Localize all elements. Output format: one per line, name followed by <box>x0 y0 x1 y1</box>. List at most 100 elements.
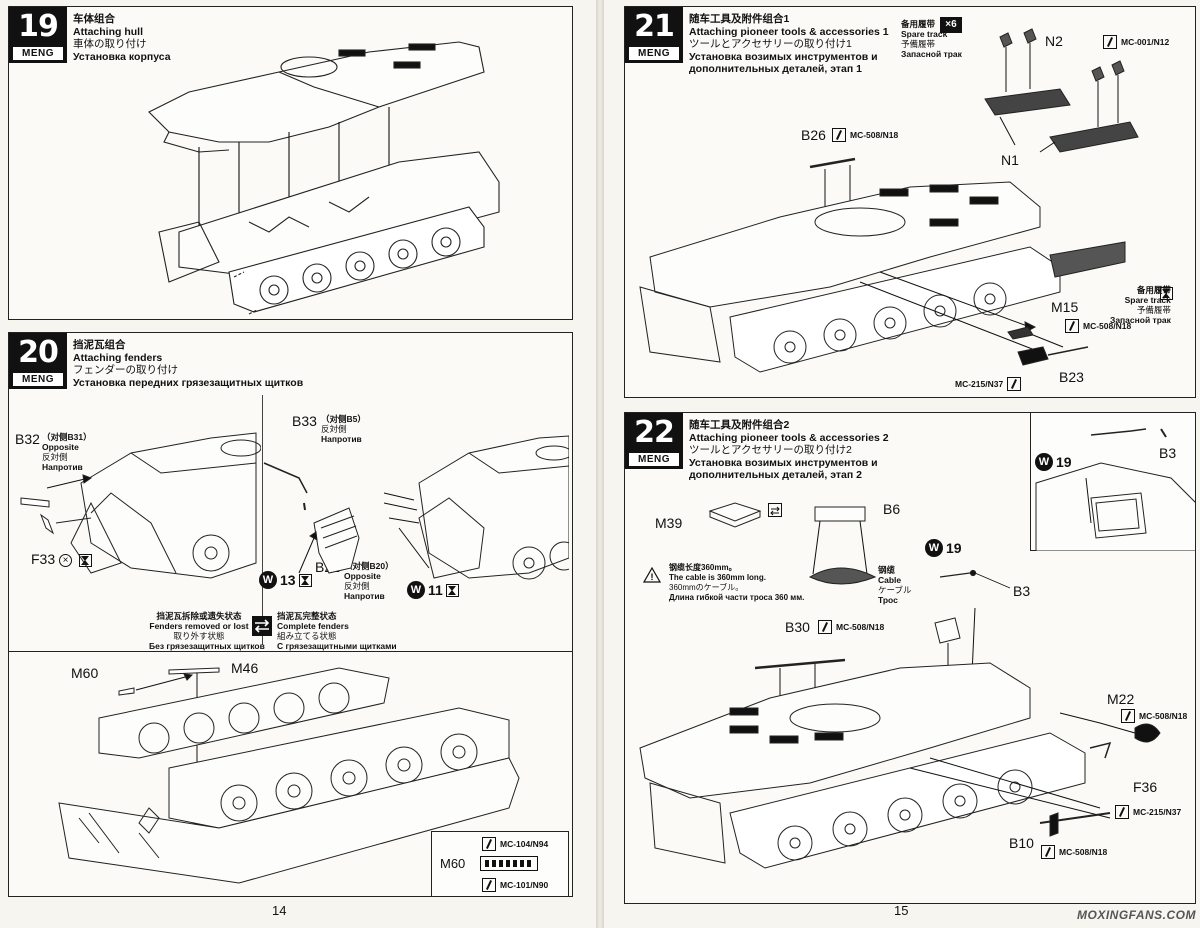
part-label-b6: B6 <box>883 501 901 517</box>
glue-icon <box>445 583 459 597</box>
part-label-f33: F33 × <box>31 551 92 567</box>
wire-w11-badge: W 11 <box>407 581 459 599</box>
title-ru-1: Установка возимых инструментов и <box>689 50 878 63</box>
part-label-n2: N2 <box>1045 33 1063 49</box>
part-label-b23: B23 <box>1059 369 1084 385</box>
part-label-n1: N1 <box>1001 152 1019 168</box>
left-page: 19 MENG 车体组合 Attaching hull 車体の取り付け Уста… <box>0 0 596 928</box>
brush-icon <box>818 620 832 634</box>
title-cn: 车体组合 <box>73 13 115 25</box>
title-en: Attaching hull <box>73 25 143 38</box>
b32-opposite-note: （对侧B31） Opposite 反対側 Напротив <box>42 432 92 472</box>
caution-ru: Длина гибкой части троса 360 мм. <box>669 593 805 602</box>
toggle-arrows-icon <box>252 616 272 636</box>
step-number: 22 <box>634 415 675 450</box>
brush-icon <box>832 128 846 142</box>
part-label-b26: B26 <box>801 127 826 143</box>
title-ru-2: дополнительных деталей, этап 2 <box>689 469 862 481</box>
step-22-panel: 22 MENG 随车工具及附件组合2 Attaching pioneer too… <box>624 412 1196 904</box>
caution-cn: 钢缆长度360mm。 <box>669 563 737 572</box>
brush-icon <box>482 837 496 851</box>
paint-chip: MC-215/N37 <box>955 377 1022 391</box>
brush-icon <box>1041 845 1055 859</box>
title-jp: ツールとアクセサリーの取り付け2 <box>689 444 852 456</box>
part-label-m46: M46 <box>231 660 259 676</box>
paint-chip: MC-508/N18 <box>818 620 884 634</box>
title-jp: 車体の取り付け <box>73 38 147 50</box>
title-en: Attaching fenders <box>73 351 163 364</box>
title-ru: Установка передних грязезащитных щитков <box>73 376 304 389</box>
step-badge: 22 MENG <box>625 413 683 469</box>
paint-chip: MC-215/N37 <box>1115 805 1181 819</box>
title-en: Attaching pioneer tools & accessories 1 <box>689 25 889 38</box>
m15-b23-parts-drawing <box>1007 326 1089 366</box>
cable-note: 钢缆 Cable ケーブル Трос <box>878 565 912 605</box>
paint-chip: MC-508/N18 <box>1065 319 1131 333</box>
brand-logo: MENG <box>629 453 679 466</box>
brush-icon <box>482 878 496 892</box>
part-label-b30: B30 <box>785 619 810 635</box>
step-20-panel: 20 MENG 挡泥瓦组合 Attaching fenders フェンダーの取り… <box>8 332 573 897</box>
m60-part-graphic <box>480 856 538 871</box>
m39-part-drawing <box>708 502 762 528</box>
detail-inset: B3 W 19 <box>1030 413 1195 551</box>
brand-logo: MENG <box>13 373 63 386</box>
warning-icon: ! <box>643 567 661 583</box>
part-label-m60: M60 <box>71 665 99 681</box>
caution-jp: 360mmのケーブル。 <box>669 583 744 592</box>
part-label-b3: B3 <box>1013 583 1031 599</box>
legend-complete: 挡泥瓦完整状态 Complete fenders 組み立てる状態 С грязе… <box>277 611 397 651</box>
brand-logo: MENG <box>13 47 63 60</box>
glue-icon <box>1160 287 1173 300</box>
glue-icon <box>78 553 92 567</box>
title-ru-2: дополнительных деталей, этап 1 <box>689 63 862 75</box>
part-label-m15: M15 <box>1051 299 1079 315</box>
page-gutter <box>596 0 604 928</box>
step-badge: 20 MENG <box>9 333 67 389</box>
fender-installed-drawing <box>383 435 569 580</box>
page-number: 15 <box>894 903 909 918</box>
paint-chip: MC-508/N18 <box>832 128 898 142</box>
step-badge: 19 MENG <box>9 7 67 63</box>
front-fender-view-drawing <box>20 432 261 579</box>
spare-track-drawing <box>984 28 1139 153</box>
hull-tools-2-drawing <box>639 608 1161 869</box>
wire-icon: W <box>407 581 425 599</box>
svg-text:!: ! <box>651 572 654 582</box>
title-cn: 随车工具及附件组合1 <box>689 13 790 25</box>
step-number: 19 <box>18 9 59 44</box>
brand-logo: MENG <box>629 47 679 60</box>
part-label-b32: B32 <box>15 431 40 447</box>
cement-icon: × <box>59 553 73 567</box>
wire-w13-badge: W 13 <box>259 571 312 589</box>
title-cn: 挡泥瓦组合 <box>73 339 126 351</box>
b21-opposite-note: （对侧B20） Opposite 反対側 Напротив <box>344 561 394 601</box>
title-ru: Установка корпуса <box>73 50 171 63</box>
swap-icon <box>768 503 782 517</box>
title-jp: フェンダーの取り付け <box>73 364 178 376</box>
step-21-panel: 21 MENG 随车工具及附件组合1 Attaching pioneer too… <box>624 6 1196 398</box>
title-cn: 随车工具及附件组合2 <box>689 419 790 431</box>
step-titles: 挡泥瓦组合 Attaching fenders フェンダーの取り付け Устан… <box>73 339 303 389</box>
m60-detail-label: M60 <box>440 856 466 871</box>
title-ru-1: Установка возимых инструментов и <box>689 456 878 469</box>
spare-track-multiplier-badge: ×6 <box>940 17 962 33</box>
step-titles: 随车工具及附件组合2 Attaching pioneer tools & acc… <box>689 419 889 482</box>
fender-legend: 挡泥瓦拆除或遗失状态 Fenders removed or lost 取り外す状… <box>149 611 409 651</box>
paint-chip: MC-104/N94 <box>482 837 548 851</box>
step-number: 21 <box>634 9 675 44</box>
fender-parts-drawing <box>263 462 360 574</box>
part-label-m39: M39 <box>655 515 683 531</box>
vertical-divider <box>262 395 263 645</box>
spare-track-top-note: 备用履带 Spare track 予備履帯 Запасной трак <box>901 19 962 59</box>
paint-chip: MC-508/N18 <box>1121 709 1187 723</box>
b33-opposite-note: （对侧B5） 反対側 Напротив <box>321 414 366 444</box>
wire-icon: W <box>1035 453 1053 471</box>
step-19-panel: 19 MENG 车体组合 Attaching hull 車体の取り付け Уста… <box>8 6 573 320</box>
part-label-m22: M22 <box>1107 691 1135 707</box>
inset-drawing <box>1035 428 1195 551</box>
glue-icon <box>298 573 312 587</box>
title-en: Attaching pioneer tools & accessories 2 <box>689 431 889 444</box>
m60-detail-box: MC-104/N94 M60 MC-101/N90 <box>431 831 569 896</box>
part-label-b3-inset: B3 <box>1159 445 1177 461</box>
